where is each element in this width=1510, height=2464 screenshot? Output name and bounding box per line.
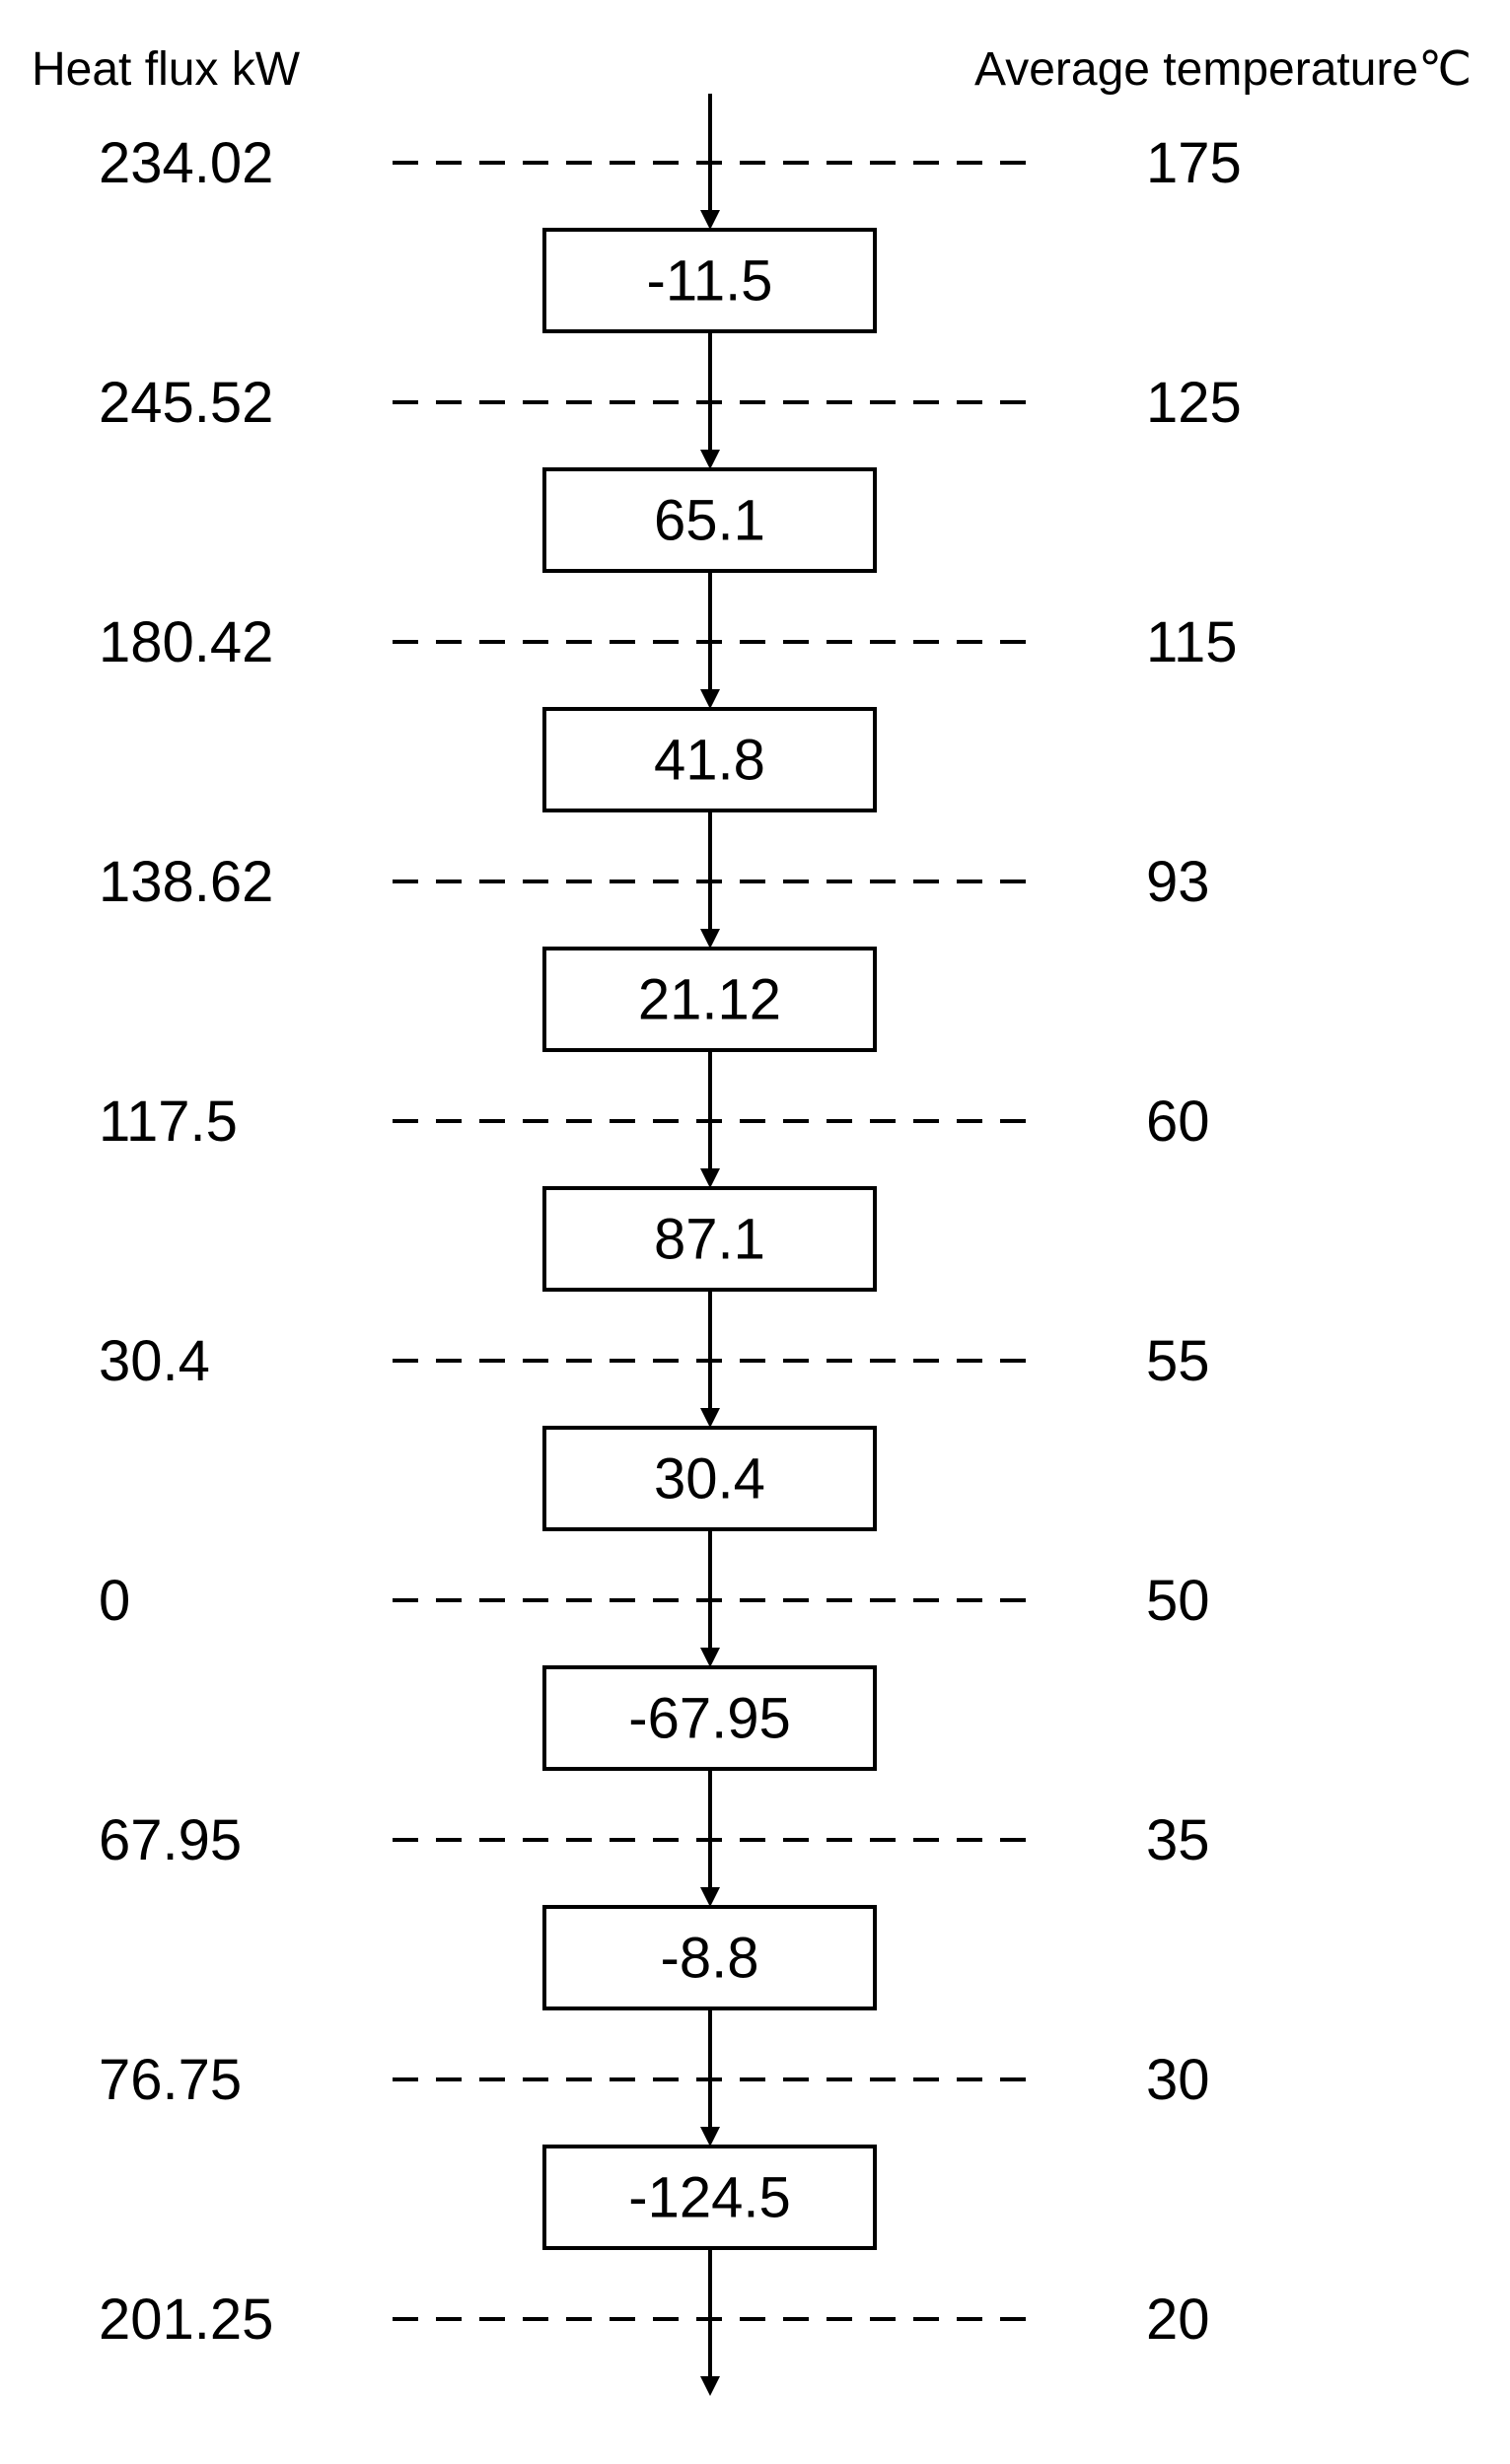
temperature-levels: 234.02 175 245.52 125 180.42 115 138.62 93 117.5… bbox=[99, 131, 1242, 2352]
arrowhead-icon bbox=[700, 689, 720, 709]
heat-flux-value: 117.5 bbox=[99, 1090, 238, 1154]
arrowhead-icon bbox=[700, 2376, 720, 2396]
temperature-value: 30 bbox=[1146, 2048, 1210, 2112]
heat-flux-value: 76.75 bbox=[99, 2048, 242, 2112]
interval-box bbox=[542, 228, 877, 333]
heat-flux-value: 67.95 bbox=[99, 1808, 242, 1872]
interval-value: 65.1 bbox=[654, 489, 765, 553]
interval-value: -67.95 bbox=[628, 1687, 790, 1751]
temperature-value: 125 bbox=[1146, 371, 1242, 435]
interval-value: 21.12 bbox=[638, 968, 781, 1032]
interval-box bbox=[542, 947, 877, 1052]
interval-value: -8.8 bbox=[661, 1927, 759, 1991]
interval-value: -124.5 bbox=[628, 2166, 790, 2230]
interval-box bbox=[542, 1665, 877, 1771]
interval-value: 41.8 bbox=[654, 729, 765, 793]
arrowhead-icon bbox=[700, 210, 720, 230]
interval-box bbox=[542, 1426, 877, 1531]
arrowhead-icon bbox=[700, 1648, 720, 1667]
arrowhead-icon bbox=[700, 929, 720, 949]
heat-flux-value: 245.52 bbox=[99, 371, 273, 435]
heat-flux-value: 30.4 bbox=[99, 1329, 210, 1393]
heat-flux-value: 201.25 bbox=[99, 2288, 273, 2352]
temperature-value: 20 bbox=[1146, 2288, 1210, 2352]
average-temperature-header: Average temperature℃ bbox=[974, 43, 1472, 96]
interval-value: 87.1 bbox=[654, 1208, 765, 1272]
heat-flux-value: 0 bbox=[99, 1569, 130, 1633]
interval-box bbox=[542, 1905, 877, 2010]
interval-boxes: -11.5 65.1 41.8 21.12 87.1 30.4 -67.95 -8.8 -124… bbox=[542, 228, 877, 2250]
temperature-value: 50 bbox=[1146, 1569, 1210, 1633]
heat-flux-value: 180.42 bbox=[99, 610, 273, 674]
interval-value: -11.5 bbox=[647, 249, 773, 314]
interval-box bbox=[542, 1186, 877, 1292]
arrowhead-icon bbox=[700, 1408, 720, 1428]
heat-flow-arrows bbox=[700, 94, 720, 2396]
heat-flux-value: 138.62 bbox=[99, 850, 273, 914]
arrowhead-icon bbox=[700, 450, 720, 469]
heat-flux-header: Heat flux kW bbox=[32, 43, 301, 96]
interval-box bbox=[542, 2145, 877, 2250]
temperature-value: 55 bbox=[1146, 1329, 1210, 1393]
temperature-value: 115 bbox=[1146, 610, 1237, 674]
interval-box bbox=[542, 707, 877, 812]
temperature-value: 93 bbox=[1146, 850, 1210, 914]
arrowhead-icon bbox=[700, 1887, 720, 1907]
arrowhead-icon bbox=[700, 1168, 720, 1188]
interval-value: 30.4 bbox=[654, 1447, 765, 1512]
arrowhead-icon bbox=[700, 2127, 720, 2147]
temperature-value: 35 bbox=[1146, 1808, 1210, 1872]
interval-box bbox=[542, 467, 877, 573]
temperature-value: 60 bbox=[1146, 1090, 1210, 1154]
heat-flux-value: 234.02 bbox=[99, 131, 273, 195]
temperature-value: 175 bbox=[1146, 131, 1242, 195]
